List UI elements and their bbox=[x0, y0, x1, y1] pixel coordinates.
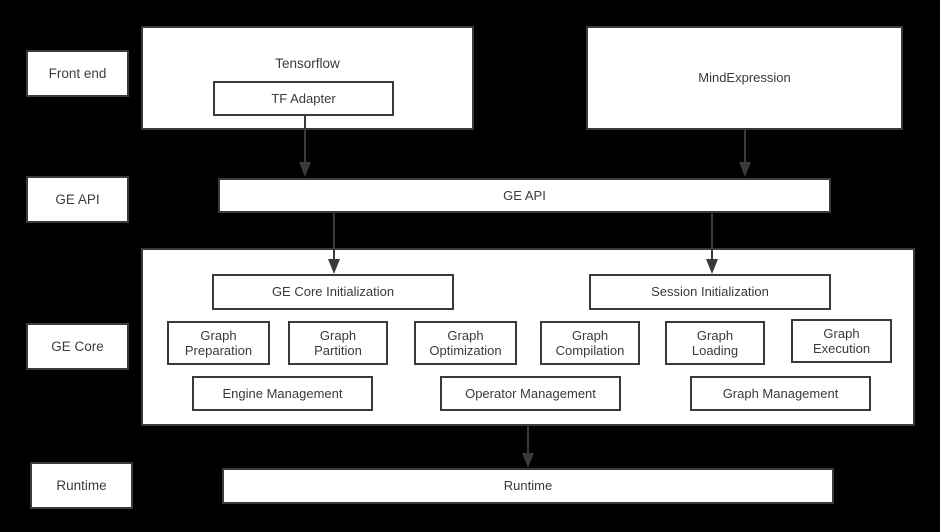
graph-compilation-box: Graph Compilation bbox=[540, 321, 640, 365]
layer-label-ge-core: GE Core bbox=[26, 323, 129, 370]
tf-adapter-box: TF Adapter bbox=[213, 81, 394, 116]
graph-optimization-box: Graph Optimization bbox=[414, 321, 517, 365]
ge-core-initialization-box: GE Core Initialization bbox=[212, 274, 454, 310]
graph-partition-box: Graph Partition bbox=[288, 321, 388, 365]
graph-execution-box: Graph Execution bbox=[791, 319, 892, 363]
runtime-bar: Runtime bbox=[222, 468, 834, 504]
engine-management-box: Engine Management bbox=[192, 376, 373, 411]
ge-api-bar: GE API bbox=[218, 178, 831, 213]
graph-management-box: Graph Management bbox=[690, 376, 871, 411]
arrow-ge-core-to-runtime bbox=[519, 426, 537, 469]
graph-loading-box: Graph Loading bbox=[665, 321, 765, 365]
arrow-mindexpression-to-ge-api bbox=[736, 130, 754, 178]
arrow-ge-api-to-session-initialization bbox=[703, 213, 721, 275]
layer-label-front-end: Front end bbox=[26, 50, 129, 97]
arrow-tf-adapter-to-ge-api bbox=[296, 116, 314, 178]
graph-preparation-box: Graph Preparation bbox=[167, 321, 270, 365]
session-initialization-box: Session Initialization bbox=[589, 274, 831, 310]
layer-label-ge-api: GE API bbox=[26, 176, 129, 223]
tensorflow-title: Tensorflow bbox=[275, 56, 340, 71]
layer-label-runtime: Runtime bbox=[30, 462, 133, 509]
arrow-ge-api-to-ge-core-initialization bbox=[325, 213, 343, 275]
mindexpression-box: MindExpression bbox=[586, 26, 903, 130]
operator-management-box: Operator Management bbox=[440, 376, 621, 411]
